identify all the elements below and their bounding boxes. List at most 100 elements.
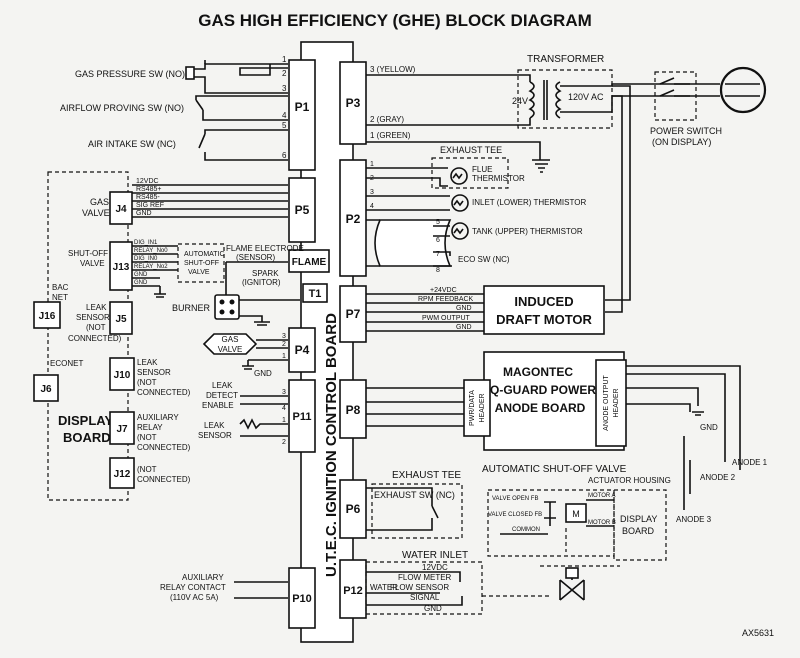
connector-j7 — [109, 411, 135, 445]
display-board-label-2: BOARD — [63, 430, 111, 445]
p11-pin2: 2 — [282, 439, 286, 446]
j13-wire-gnd1: GND — [134, 272, 148, 278]
j5-leak-label-1: LEAK — [86, 303, 107, 312]
p2-pin1: 1 — [370, 161, 374, 168]
p10-aux-label-3: (110V AC 5A) — [170, 593, 219, 602]
transformer-24v: 24V — [512, 96, 528, 106]
j10-text-4: CONNECTED) — [137, 388, 191, 397]
header-p3-label: P3 — [346, 96, 361, 110]
anode-3-label: ANODE 3 — [676, 515, 712, 524]
asv-display-label-2: BOARD — [622, 526, 655, 536]
p7-wire-pwm: PWM OUTPUT — [422, 315, 471, 322]
p11-pin4: 4 — [282, 405, 286, 412]
j16-label: J16 — [39, 311, 56, 322]
airflow-switch-label: AIRFLOW PROVING SW (NO) — [60, 103, 184, 113]
header-p5-label: P5 — [295, 203, 310, 217]
actuator-housing-label: ACTUATOR HOUSING — [588, 476, 671, 485]
j5-leak-label-3: (NOT — [86, 323, 106, 332]
header-p1-label: P1 — [295, 100, 310, 114]
p2-pin2: 2 — [370, 175, 374, 182]
p2-pin8: 8 — [436, 267, 440, 274]
eco-switch-label: ECO SW (NC) — [458, 255, 510, 264]
p1-pin2: 2 — [282, 69, 287, 78]
transformer-label: TRANSFORMER — [527, 54, 604, 65]
p3-wire-green: 1 (GREEN) — [370, 131, 411, 140]
common-label: COMMON — [512, 527, 540, 533]
header-t1-label: T1 — [309, 288, 322, 300]
p11-sensor-label-2: SENSOR — [198, 431, 232, 440]
signal-label: SIGNAL — [410, 593, 440, 602]
j13-wire-dig0: DIG_IN0 — [134, 256, 158, 262]
p4-gas-label: GAS — [222, 335, 239, 344]
j13-wire-relay2: RELAY_No2 — [134, 264, 168, 270]
j12-label: J12 — [114, 469, 131, 480]
flue-label-1: FLUE — [472, 165, 492, 174]
flow-sensor-label: FLOW SENSOR — [390, 583, 449, 592]
header-p5 — [288, 177, 316, 243]
j4-wire-rs485p: RS485+ — [136, 186, 162, 193]
header-p7-label: P7 — [346, 307, 361, 321]
header-p2-label: P2 — [346, 212, 361, 226]
header-p6-label: P6 — [346, 502, 361, 516]
connector-j5 — [109, 301, 133, 335]
connector-j13 — [109, 241, 133, 291]
j13-wire-dig1: DIG_IN1 — [134, 240, 158, 246]
header-p8-label: P8 — [346, 403, 361, 417]
header-p4-label: P4 — [295, 343, 310, 357]
flame-electrode-label-2: (SENSOR) — [236, 253, 275, 262]
p1-pin1: 1 — [282, 55, 287, 64]
p11-leak-group: LEAK DETECT ENABLE LEAK SENSOR 3 4 1 2 — [198, 381, 288, 446]
air-intake-switch-label: AIR INTAKE SW (NC) — [88, 139, 176, 149]
j4-label: J4 — [115, 204, 127, 215]
header-p6 — [339, 479, 367, 539]
valve-open-fb: VALVE OPEN FB — [492, 496, 538, 502]
j10-text-2: SENSOR — [137, 368, 171, 377]
p2-pin6: 6 — [436, 237, 440, 244]
water-label: WATER — [370, 583, 398, 592]
anode-board-label-2: Q-GUARD POWER — [490, 383, 596, 397]
p2-pin3: 3 — [370, 189, 374, 196]
anode-2-label: ANODE 2 — [700, 473, 736, 482]
water-gnd-label: GND — [424, 604, 442, 613]
anode-gnd-label: GND — [700, 423, 718, 432]
p4-pin1: 1 — [282, 353, 286, 360]
asv-label-3: VALVE — [188, 269, 210, 276]
pwr-header-label-1: PWR/DATA — [469, 390, 476, 426]
part-number: AX5631 — [742, 628, 774, 638]
induced-draft-motor-box — [483, 285, 605, 335]
p2-pin5: 5 — [436, 219, 440, 226]
thermistor-group: EXHAUST TEE FLUE THERMISTOR INLET (LOWER… — [366, 145, 586, 274]
water-12vdc: 12VDC — [422, 563, 448, 572]
anode-board-label-1: MAGONTEC — [503, 365, 573, 379]
bacnet-label-1: BAC — [52, 283, 69, 292]
header-p11 — [288, 379, 316, 453]
anode-1-label: ANODE 1 — [732, 458, 768, 467]
p1-pin3: 3 — [282, 84, 287, 93]
j13-valve-label: VALVE — [80, 259, 105, 268]
j4-wire-12vdc: 12VDC — [136, 178, 159, 185]
motor-a-label: MOTOR A — [588, 493, 616, 499]
p3-wire-yellow: 3 (YELLOW) — [370, 65, 416, 74]
bacnet-label-2: NET — [52, 293, 68, 302]
water-inlet-title: WATER INLET — [402, 550, 468, 561]
p4-pin2: 2 — [282, 341, 286, 348]
p2-pin7: 7 — [436, 251, 440, 258]
p7-wire-gnd1: GND — [456, 305, 472, 312]
anode-output-header — [595, 359, 627, 447]
connector-j6 — [33, 374, 59, 402]
anode-out-label-2: HEADER — [613, 388, 620, 417]
j13-wire-relay0: RELAY_No0 — [134, 248, 168, 254]
board-label: U.T.E.C. IGNITION CONTROL BOARD — [323, 313, 340, 577]
p1-pin5: 5 — [282, 121, 287, 130]
inlet-thermistor-label: INLET (LOWER) THERMISTOR — [472, 198, 586, 207]
anode-out-label-1: ANODE OUTPUT — [603, 374, 610, 430]
p11-leak-label-2: DETECT — [206, 391, 238, 400]
flame-electrode-label-1: FLAME ELECTRODE — [226, 244, 304, 253]
flue-label-2: THERMISTOR — [472, 174, 525, 183]
motor-b-label: MOTOR B — [588, 520, 616, 526]
j4-wire-sigref: SIG REF — [136, 202, 164, 209]
transformer-group: 3 (YELLOW) 2 (GRAY) 1 (GREEN) 24V 120V A… — [366, 54, 720, 313]
header-p12-label: P12 — [343, 585, 363, 597]
j7-text-4: CONNECTED) — [137, 443, 191, 452]
